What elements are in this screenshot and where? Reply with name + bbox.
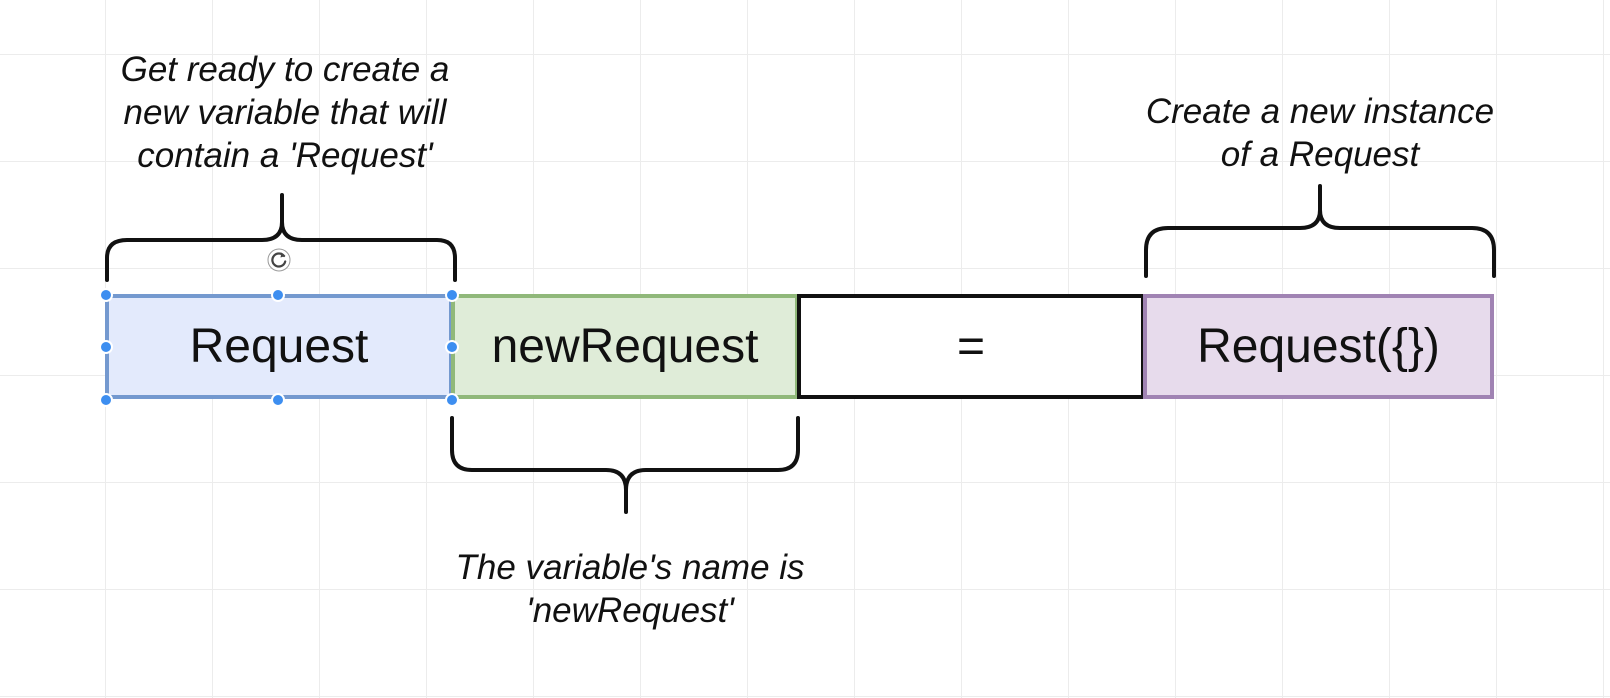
type-box-label: Request bbox=[189, 320, 369, 373]
equals-box[interactable]: = bbox=[797, 294, 1145, 399]
annotation-line: new variable that will bbox=[123, 93, 447, 132]
selection-handle[interactable] bbox=[445, 393, 459, 407]
selection-handle[interactable] bbox=[271, 288, 285, 302]
selection-handle[interactable] bbox=[445, 340, 459, 354]
annotation-name-note: The variable's name is 'newRequest' bbox=[430, 546, 830, 632]
annotation-instance-note: Create a new instance of a Request bbox=[1130, 90, 1510, 176]
brace-top-left bbox=[105, 193, 457, 282]
annotation-line: Create a new instance bbox=[1145, 92, 1495, 131]
annotation-line: The variable's name is bbox=[455, 548, 805, 587]
annotation-line: 'newRequest' bbox=[526, 591, 734, 630]
selection-handle[interactable] bbox=[99, 340, 113, 354]
brace-bottom-middle bbox=[450, 416, 800, 514]
selection-handle[interactable] bbox=[99, 393, 113, 407]
annotation-type-note: Get ready to create a new variable that … bbox=[95, 48, 475, 177]
constructor-box-label: Request({}) bbox=[1197, 320, 1440, 373]
selection-handle[interactable] bbox=[99, 288, 113, 302]
variable-name-box-label: newRequest bbox=[491, 320, 759, 373]
annotation-line: Get ready to create a bbox=[120, 50, 450, 89]
annotation-line: of a Request bbox=[1220, 135, 1420, 174]
brace-top-right bbox=[1144, 184, 1496, 278]
annotation-line: contain a 'Request' bbox=[137, 136, 433, 175]
selection-handle[interactable] bbox=[445, 288, 459, 302]
selection-handle[interactable] bbox=[271, 393, 285, 407]
variable-name-box[interactable]: newRequest bbox=[451, 294, 799, 399]
constructor-box[interactable]: Request({}) bbox=[1143, 294, 1494, 399]
equals-box-label: = bbox=[956, 320, 986, 373]
rotate-icon[interactable] bbox=[265, 246, 293, 274]
